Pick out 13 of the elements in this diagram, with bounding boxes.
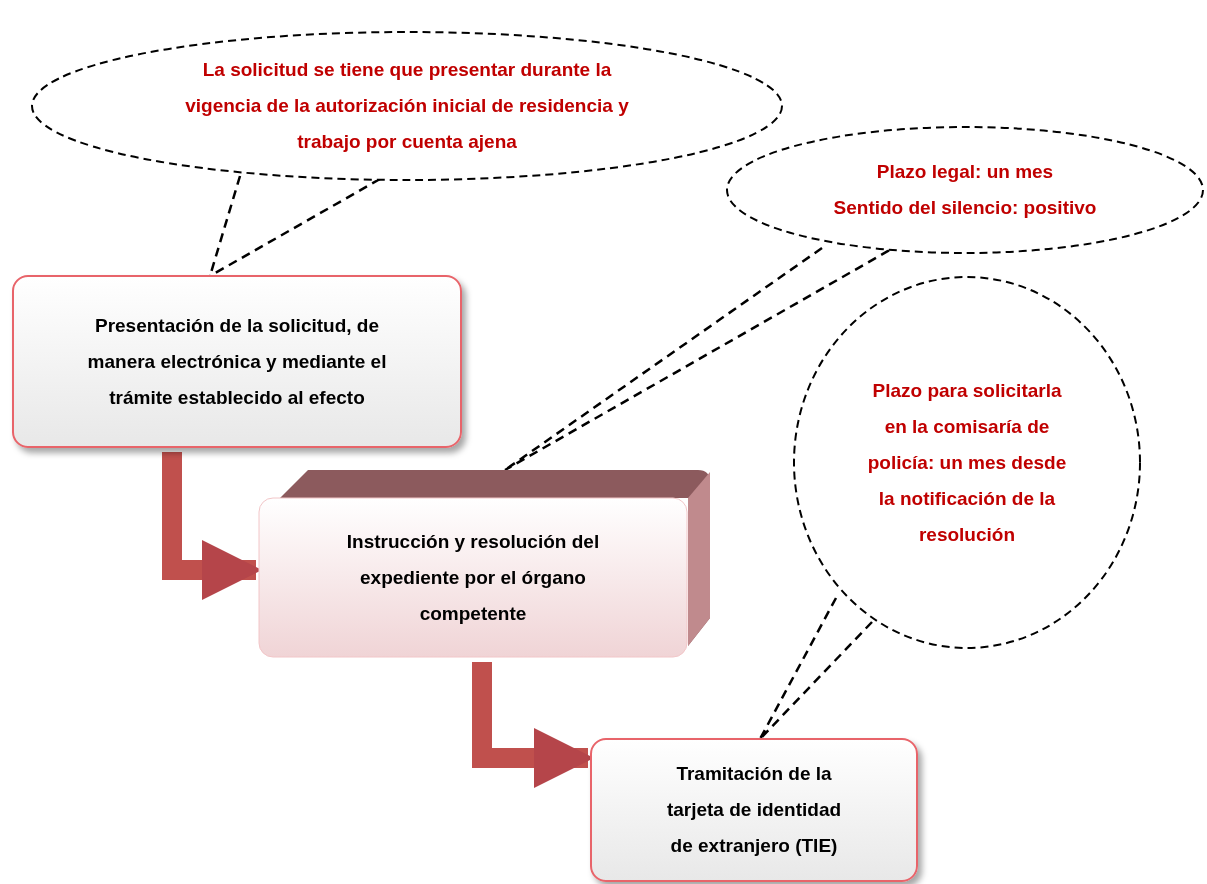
- node-text: Sentido del silencio: positivo: [833, 196, 1097, 220]
- speech-bubble: [725, 125, 1205, 255]
- node-text: Tramitación de la tarjeta de identidad de extranjero (TIE): [665, 762, 843, 858]
- node-text: Plazo para solicitarla en la comisaría de policía: un mes desde la notificación de la resolución: [867, 378, 1067, 547]
- speech-bubble: [792, 275, 1142, 650]
- node-text: Presentación de la solicitud, de manera electrónica y mediante el trámite establecido al efecto: [86, 313, 388, 410]
- node-text: Plazo legal: un mes: [876, 160, 1054, 184]
- callout-pointer: [758, 596, 874, 741]
- speech-bubble: [30, 30, 784, 182]
- node-text: La solicitud se tiene que presentar durante la vigencia de la autorización inicial de residencia y trabajo por cuenta ajena: [184, 58, 630, 154]
- process-box: [590, 738, 918, 882]
- node-text: Instrucción y resolución del expediente por el órgano competente: [345, 530, 601, 626]
- process-box: [12, 275, 462, 448]
